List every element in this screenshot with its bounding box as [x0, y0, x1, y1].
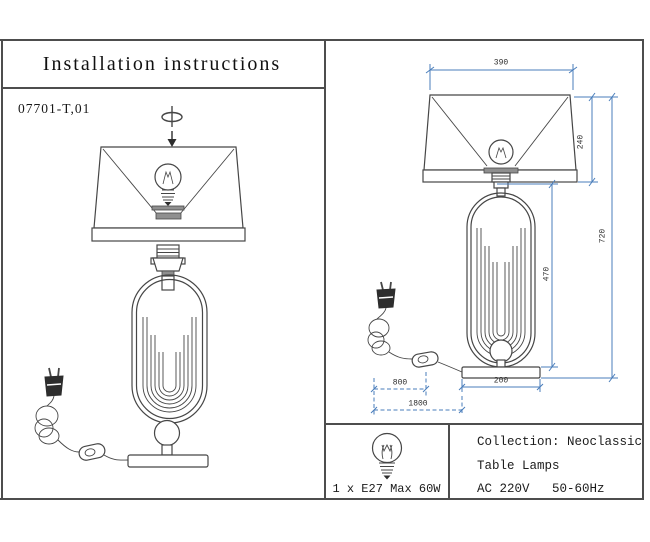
border-top — [0, 39, 644, 41]
cord-to-base — [103, 454, 129, 461]
border-bottom — [0, 498, 644, 500]
border-right — [642, 39, 644, 500]
page-title: Installation instructions — [42, 53, 282, 75]
rotation-direction-icon — [161, 106, 183, 147]
lamp-frame-drawing — [127, 274, 209, 468]
spec-power: AC 220V 50-60Hz — [477, 482, 605, 496]
bulb-spec: 1 x E27 Max 60W — [332, 482, 441, 496]
model-number: 07701-T,01 — [18, 101, 91, 116]
spec-bulb-icon — [371, 432, 403, 480]
spec-collection: Collection: Neoclassic — [477, 435, 643, 449]
dim-cord-coil-drawing — [367, 318, 413, 360]
dim-inline-switch-icon — [411, 351, 439, 368]
dim-bulb-icon — [483, 139, 519, 197]
dimension-lines — [370, 64, 618, 415]
cord-coil-drawing — [34, 405, 80, 453]
dim-cord-length: 1800 — [408, 399, 428, 409]
power-plug-icon — [44, 367, 64, 407]
infobox-top-rule — [325, 423, 643, 425]
dim-base-width: 200 — [493, 376, 509, 386]
lampshade-drawing — [91, 146, 246, 242]
border-left — [1, 39, 3, 500]
inline-switch-icon — [78, 443, 106, 461]
dim-plug-to-switch: 800 — [392, 378, 408, 388]
dim-shade-width: 390 — [493, 58, 509, 68]
dim-lamp-frame-drawing — [461, 192, 541, 379]
panel-divider — [324, 39, 326, 500]
dim-power-plug-icon — [376, 281, 396, 320]
dim-cord-to-base — [437, 361, 463, 373]
dim-shade-height: 240 — [576, 134, 586, 150]
lamp-socket-drawing — [150, 244, 186, 291]
dim-frame-height: 470 — [542, 266, 552, 282]
title-underline — [1, 87, 325, 89]
bulb-icon — [151, 163, 185, 211]
dim-total-height: 720 — [598, 228, 608, 244]
infobox-divider — [448, 423, 450, 499]
spec-category: Table Lamps — [477, 459, 560, 473]
